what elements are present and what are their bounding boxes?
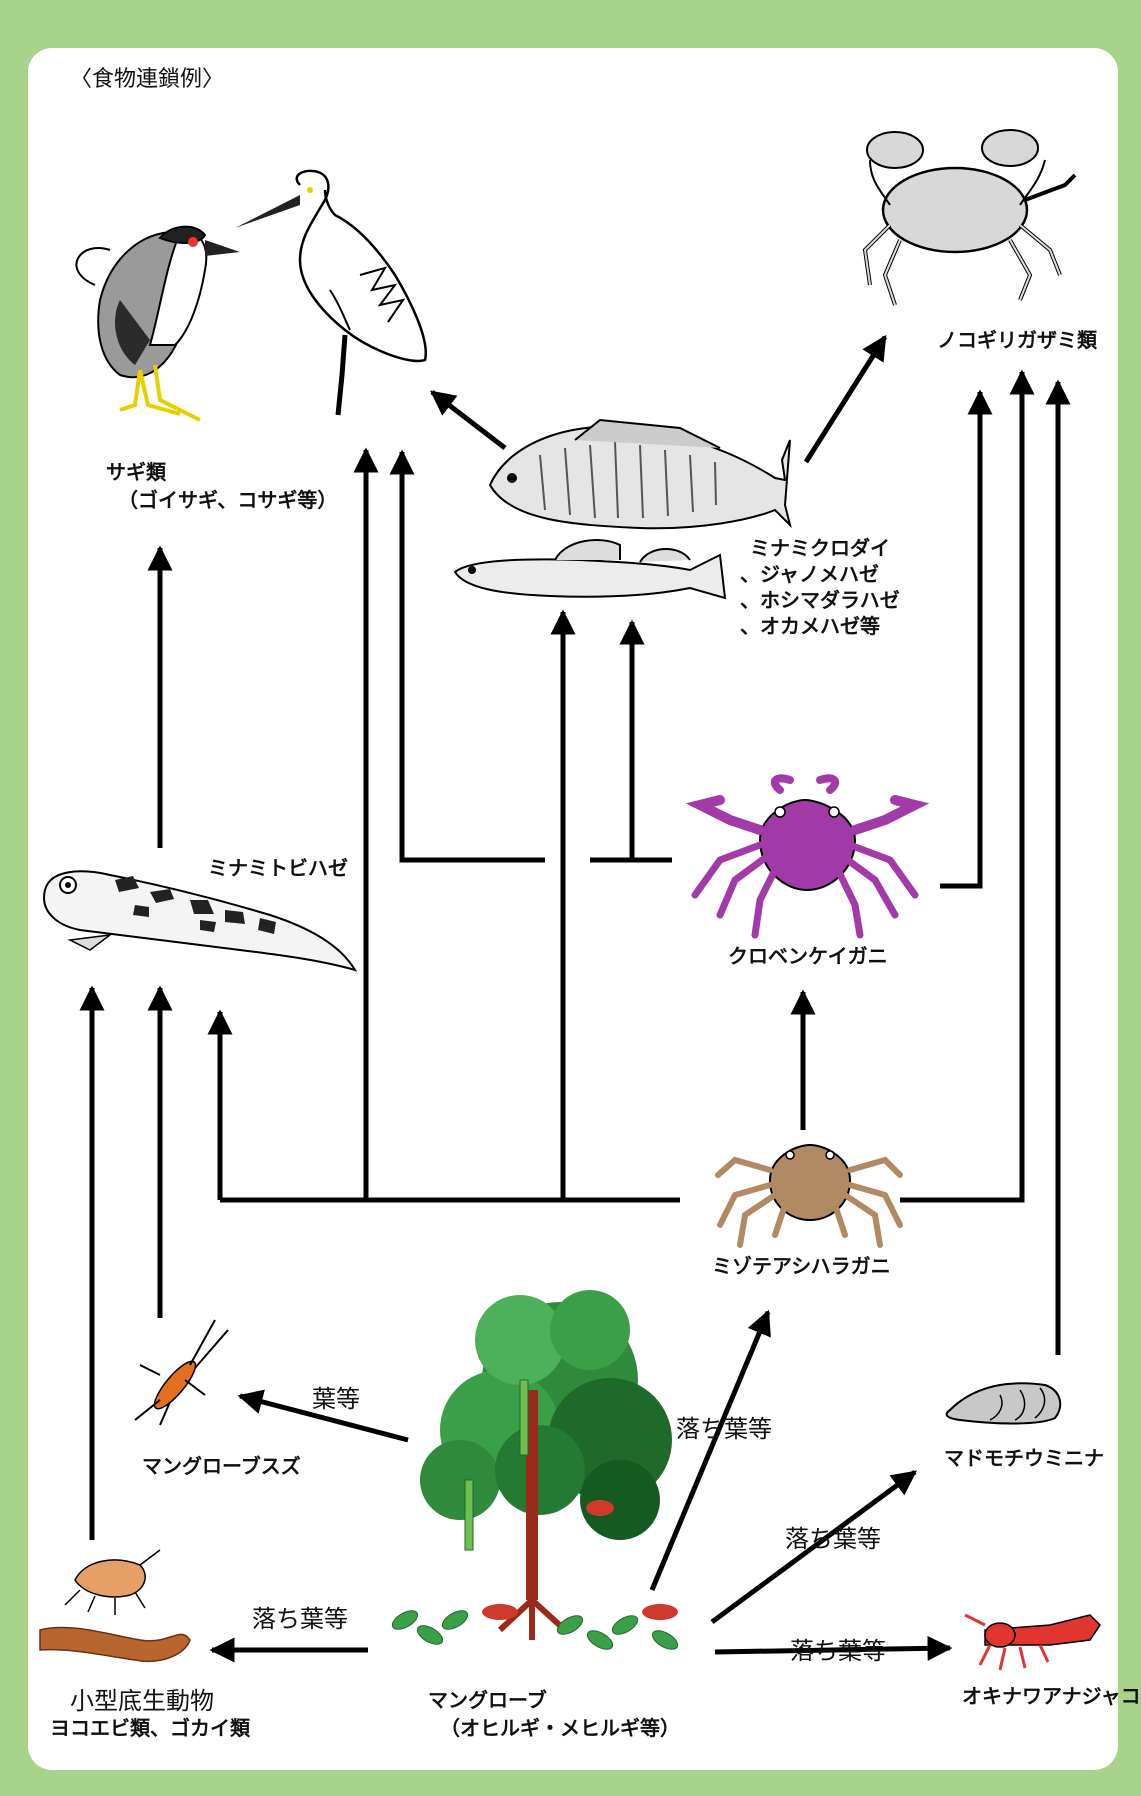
label-sagi-sub: （ゴイサギ、コサギ等） bbox=[118, 488, 337, 513]
label-small-benthos-sub: ヨコエビ類、ゴカイ類 bbox=[50, 1716, 250, 1741]
arrow-fish-to-egret bbox=[432, 392, 505, 448]
night-heron-illustration bbox=[76, 227, 240, 420]
label-fish-line2: 、ジャノメハゼ bbox=[740, 562, 879, 587]
mud-lobster-illustration bbox=[965, 1615, 1100, 1670]
arrow-fish-to-nokogiri bbox=[806, 337, 885, 462]
arrow-mizutea-to-nokogiri bbox=[900, 372, 1022, 1200]
purple-crab-illustration bbox=[695, 778, 915, 935]
edge-label-fallen-mizutea: 落ち葉等 bbox=[676, 1414, 772, 1444]
label-mangrove: マングローブ bbox=[428, 1688, 547, 1713]
label-suzu: マングローブスズ bbox=[142, 1454, 301, 1479]
amphipod-illustration bbox=[65, 1550, 160, 1615]
label-fish-line1: ミナミクロダイ bbox=[750, 536, 890, 561]
worm-illustration bbox=[40, 1627, 190, 1661]
mangrove-tree-illustration bbox=[389, 1290, 680, 1653]
arrow-kurobenkei-to-nokogiri bbox=[940, 392, 980, 886]
arrow-kurobenkei-to-egret bbox=[402, 452, 545, 860]
label-kurobenkeigani: クロベンケイガニ bbox=[728, 944, 888, 969]
mud-crab-illustration bbox=[865, 130, 1075, 305]
edge-label-fallen-okinawa: 落ち葉等 bbox=[790, 1636, 886, 1666]
label-small-benthos: 小型底生動物 bbox=[70, 1686, 214, 1716]
label-fish-line4: 、オカメハゼ等 bbox=[740, 614, 880, 639]
edge-label-fallen-small: 落ち葉等 bbox=[252, 1604, 348, 1634]
label-okinawa: オキナワアナジャコ bbox=[962, 1684, 1141, 1709]
label-mizutea: ミゾテアシハラガニ bbox=[712, 1254, 891, 1279]
goby-illustration bbox=[455, 540, 725, 598]
label-mangrove-sub: （オヒルギ・メヒルギ等） bbox=[440, 1716, 680, 1741]
label-madomochi: マドモチウミニナ bbox=[944, 1446, 1104, 1471]
label-nokogiri: ノコギリガザミ類 bbox=[937, 328, 1097, 353]
edge-label-fallen-madomochi: 落ち葉等 bbox=[785, 1524, 881, 1554]
mudskipper-illustration bbox=[44, 871, 355, 970]
sea-bream-illustration bbox=[490, 420, 790, 528]
label-tobihaze: ミナミトビハゼ bbox=[208, 856, 348, 881]
egret-illustration bbox=[235, 171, 426, 415]
cricket-illustration bbox=[135, 1320, 228, 1425]
snail-illustration bbox=[947, 1383, 1061, 1423]
brown-crab-illustration bbox=[718, 1145, 900, 1245]
label-fish-line3: 、ホシマダラハゼ bbox=[740, 588, 900, 613]
diagram-title: 〈食物連鎖例〉 bbox=[70, 66, 224, 94]
label-sagi: サギ類 bbox=[106, 460, 166, 485]
edge-label-leaves: 葉等 bbox=[312, 1384, 360, 1414]
